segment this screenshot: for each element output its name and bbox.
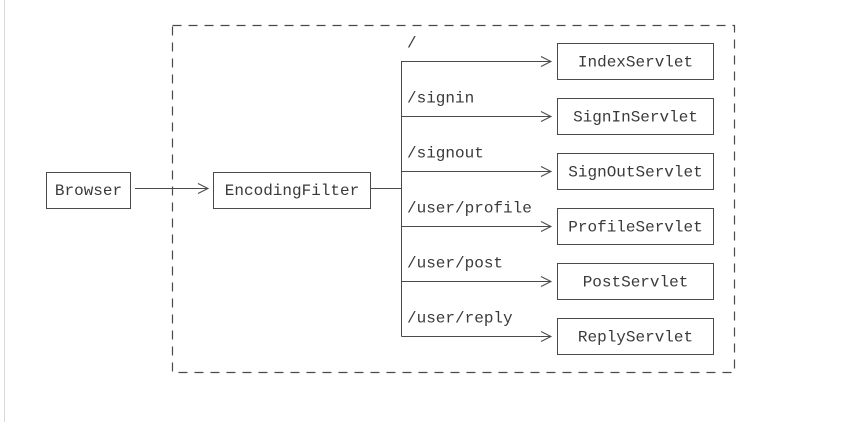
- servlet-box: [557, 208, 714, 245]
- route-path-label: /user/post: [407, 255, 503, 273]
- servlet-label: PostServlet: [583, 274, 689, 292]
- servlet-box: [557, 43, 714, 80]
- route-arrowhead: [540, 56, 553, 67]
- encoding-filter-box: [213, 172, 371, 209]
- servlet-box: [557, 98, 714, 135]
- servlet-label: IndexServlet: [578, 54, 693, 72]
- browser-box: [46, 172, 131, 209]
- servlet-label: ProfileServlet: [568, 219, 702, 237]
- browser-label: Browser: [55, 182, 122, 200]
- encoding-filter-label: EncodingFilter: [225, 182, 359, 200]
- route-arrowhead: [540, 331, 553, 342]
- route-path-label: /user/reply: [407, 310, 513, 328]
- route-path-label: /signin: [407, 90, 474, 108]
- route-arrowhead: [540, 276, 553, 287]
- servlet-label: ReplyServlet: [578, 329, 693, 347]
- servlet-box: [557, 318, 714, 355]
- browser-node: Browser: [46, 172, 131, 209]
- route-path-label: /: [407, 35, 417, 53]
- route-path-label: /signout: [407, 145, 484, 163]
- servlet-box: [557, 263, 714, 300]
- route-arrowhead: [540, 221, 553, 232]
- routes-group: / IndexServlet/signinSignInServlet/signou…: [401, 35, 714, 355]
- web-app-boundary: [171, 24, 736, 374]
- route-0: / IndexServlet: [401, 35, 714, 80]
- route-path-label: /user/profile: [407, 200, 532, 218]
- browser-to-filter-arrow: [135, 183, 210, 194]
- servlet-box: [557, 153, 714, 190]
- route-arrowhead: [540, 111, 553, 122]
- servlet-label: SignOutServlet: [568, 164, 702, 182]
- encoding-filter-node: EncodingFilter: [213, 172, 371, 209]
- servlet-label: SignInServlet: [573, 109, 698, 127]
- route-arrowhead: [540, 166, 553, 177]
